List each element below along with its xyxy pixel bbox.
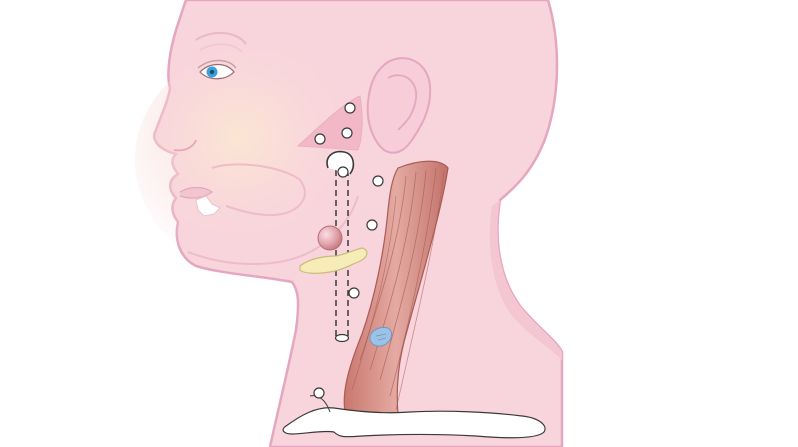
thyroid-nodule [317,225,343,251]
lymph-node-supraclavicular [313,387,325,399]
lymph-node-parotid-lower [314,133,326,145]
hyoid-bone [299,247,368,274]
teeth [195,195,221,217]
eye [197,59,237,80]
cheek-fold [211,163,306,216]
brow-line-2 [199,43,243,53]
lymph-node-posterior-upper [372,175,384,187]
face-highlight [135,50,365,270]
neck-back-contour [489,200,562,360]
nose-contour [173,139,197,152]
sternum-notch [309,395,331,413]
clavicle [282,407,546,439]
lips [179,186,214,199]
ear [366,57,432,154]
lymph-node-posterior-middle [366,219,378,231]
blue-structure [369,327,393,347]
blue-structure-detail [375,333,387,341]
lymph-node-jugulodigastric [337,166,349,178]
lymph-node-parotid-upper [341,127,353,139]
lymph-nodes [313,102,384,399]
lymph-node-jugulo-omohyoid [348,287,360,299]
lymph-node-preauricular [344,102,356,114]
jaw-line [187,195,359,265]
brow-line [195,32,247,45]
